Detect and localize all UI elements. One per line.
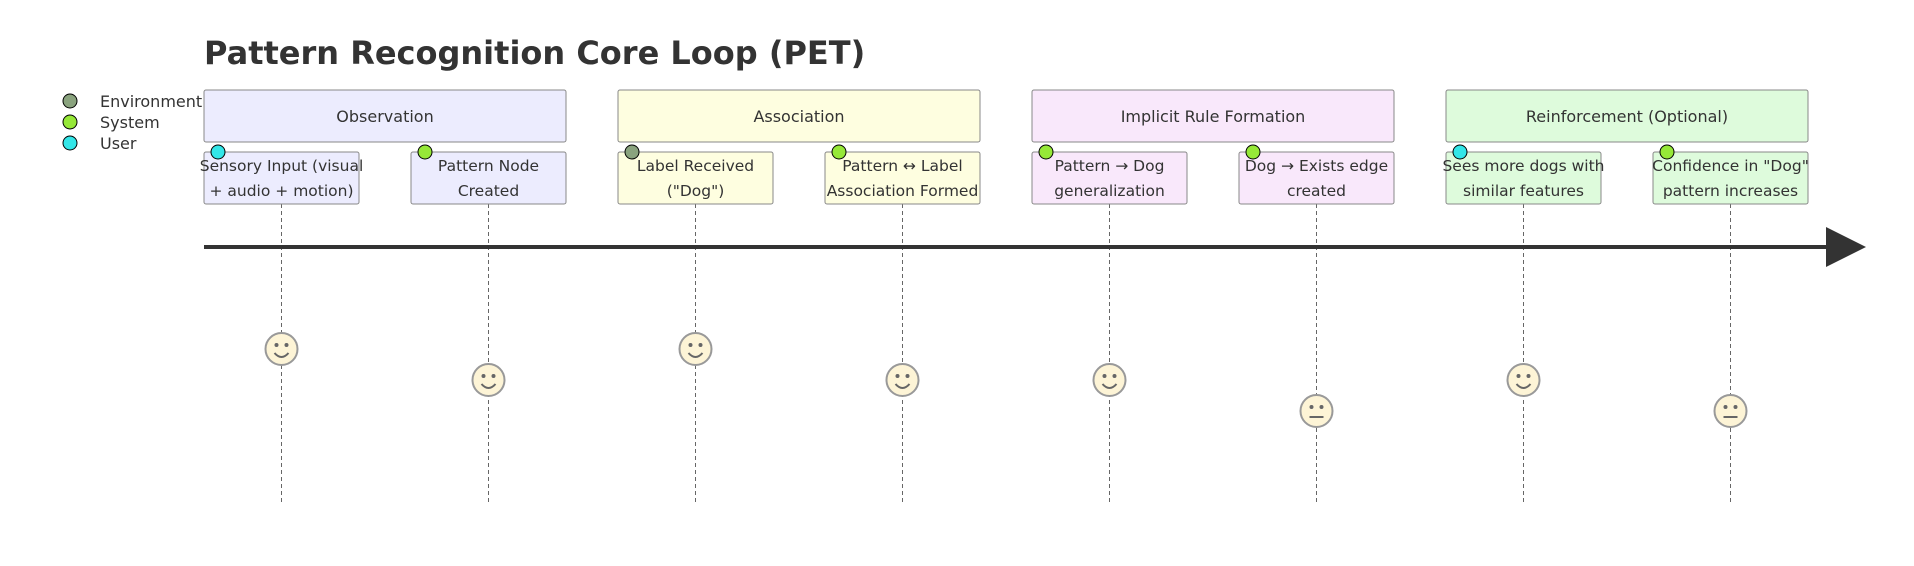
task-label: Sees more dogs with [1442,157,1604,175]
task-label: created [1287,182,1346,200]
task-label: generalization [1054,182,1165,200]
task-label: Pattern ↔ Label [842,157,962,175]
task-label: Confidence in "Dog" [1652,157,1809,175]
section-label: Implicit Rule Formation [1121,107,1306,126]
section-4: Reinforcement (Optional) Sees more dogs w… [1442,89,1809,505]
task-box [617,151,774,205]
task-box [1238,151,1395,205]
task-5: Pattern → Dog generalization [1031,144,1188,505]
actor-marker-environment [624,144,640,160]
task-1: Sensory Input (visual + audio + motion) [200,144,364,505]
legend-label: Environment [100,92,202,111]
actor-marker-system [1659,144,1675,160]
task-label: Association Formed [827,182,979,200]
legend-item-user: User [62,134,137,153]
section-header [1031,89,1395,143]
task-label: similar features [1463,182,1584,200]
task-label: pattern increases [1663,182,1798,200]
smiley-face-icon [885,363,920,397]
smiley-face-icon [1092,363,1127,397]
actor-marker-system [831,144,847,160]
task-label: Sensory Input (visual [200,157,364,175]
task-8: Confidence in "Dog" pattern increases [1652,144,1809,505]
task-label: Pattern → Dog [1055,157,1165,175]
legend-marker [62,135,78,151]
legend-item-environment: Environment [62,92,202,111]
smiley-face-icon [1506,363,1541,397]
legend-label: System [100,113,160,132]
legend-marker [62,114,78,130]
task-7: Sees more dogs with similar features [1442,144,1605,505]
actor-marker-user [1452,144,1468,160]
smiley-face-icon [264,332,299,366]
legend-label: User [100,134,137,153]
section-header [1445,89,1809,143]
actor-marker-user [210,144,226,160]
task-3: Label Received ("Dog") [617,144,774,505]
smiley-face-icon [471,363,506,397]
legend-item-system: System [62,113,160,132]
neutral-face-icon [1299,394,1334,428]
task-label: Created [458,182,519,200]
task-label: + audio + motion) [209,182,353,200]
actor-marker-system [1245,144,1261,160]
task-box [203,151,360,205]
section-label: Observation [336,107,433,126]
task-box [824,151,981,205]
task-label: Dog → Exists edge [1245,157,1388,175]
task-label: ("Dog") [667,182,725,200]
task-label: Label Received [637,157,754,175]
task-box [410,151,567,205]
actor-marker-system [417,144,433,160]
task-box [1652,151,1809,205]
legend-marker [62,93,78,109]
section-header [617,89,981,143]
task-label: Pattern Node [438,157,539,175]
actor-marker-system [1038,144,1054,160]
task-6: Dog → Exists edge created [1238,144,1395,505]
task-box [1031,151,1188,205]
section-label: Reinforcement (Optional) [1526,107,1728,126]
smiley-face-icon [678,332,713,366]
task-box [1445,151,1602,205]
neutral-face-icon [1713,394,1748,428]
section-header [203,89,567,143]
section-label: Association [753,107,844,126]
diagram-title: Pattern Recognition Core Loop (PET) [204,34,865,72]
